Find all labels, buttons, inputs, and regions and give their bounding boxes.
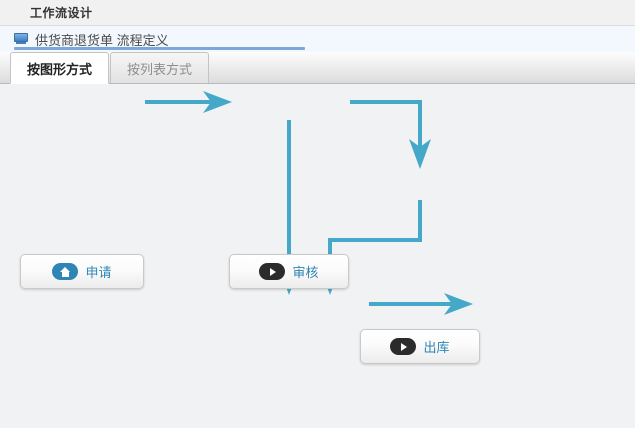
- edge-audit-to-complete: [369, 293, 473, 315]
- monitor-icon: [14, 33, 28, 45]
- page-title: 工作流设计: [30, 6, 93, 20]
- play-icon: [259, 263, 286, 280]
- flow-node-review-label: 审核: [292, 265, 319, 280]
- flow-node-apply[interactable]: 申请: [20, 254, 144, 289]
- document-title: 供货商退货单 流程定义: [35, 32, 169, 48]
- edge-apply-to-review: [145, 91, 232, 113]
- home-icon: [52, 263, 79, 280]
- tab-list-mode-label: 按列表方式: [127, 61, 193, 77]
- flow-node-outbound-label: 出库: [423, 340, 450, 355]
- tab-graphic-mode-label: 按图形方式: [27, 61, 93, 77]
- flow-node-outbound[interactable]: 出库: [360, 329, 480, 364]
- flow-node-apply-label: 申请: [85, 265, 112, 280]
- edge-review-to-outbound: [350, 100, 431, 169]
- window-title-bar: 工作流设计: [0, 0, 635, 26]
- tab-list-mode[interactable]: 按列表方式: [110, 52, 210, 83]
- flow-node-review[interactable]: 审核: [229, 254, 349, 289]
- tab-graphic-mode[interactable]: 按图形方式: [10, 52, 110, 84]
- workflow-canvas[interactable]: 申请 审核 出库 稽核 完成: [0, 84, 635, 427]
- header-underline: [14, 47, 305, 50]
- play-icon: [390, 338, 417, 355]
- document-header: 供货商退货单 流程定义: [0, 26, 635, 52]
- tab-strip: 按图形方式 按列表方式: [0, 52, 635, 84]
